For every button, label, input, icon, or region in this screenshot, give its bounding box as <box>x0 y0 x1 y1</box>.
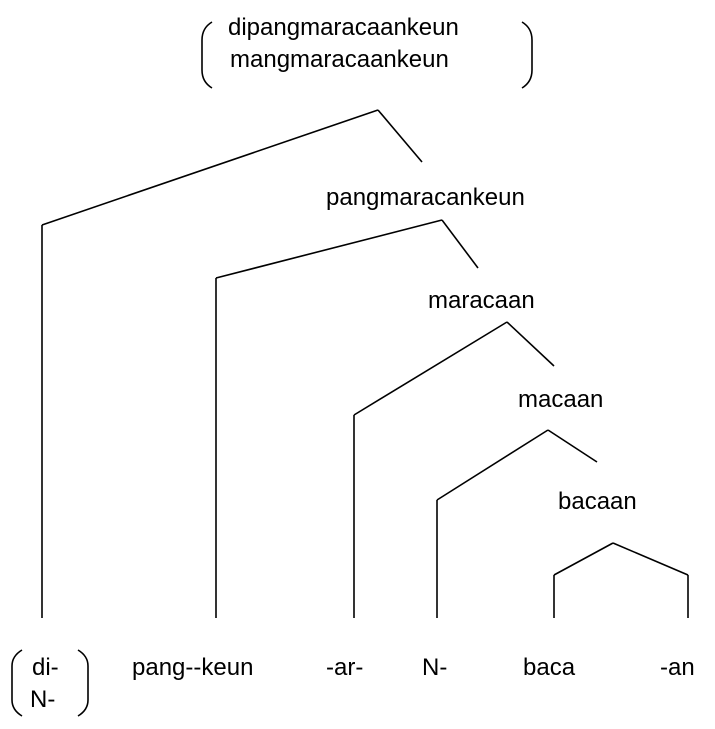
edge-maracaan-left <box>353 321 508 416</box>
leaf-pang-keun: pang--keun <box>132 654 254 681</box>
edge-macaan-right <box>547 429 598 463</box>
edge-root-left <box>41 109 379 226</box>
root-bracket-right <box>521 21 533 89</box>
root-bracket-left <box>201 21 213 89</box>
root-label-top: dipangmaracaankeun <box>228 14 459 41</box>
node-pangmaracankeun: pangmaracankeun <box>326 184 525 211</box>
leaf-n: N- <box>422 654 448 681</box>
leaf-an: -an <box>660 654 695 681</box>
node-maracaan: maracaan <box>428 287 535 314</box>
edge-pangmaracankeun-left <box>215 219 443 279</box>
leaf-di: di- <box>32 654 59 681</box>
node-bacaan: bacaan <box>558 488 637 515</box>
leaf-ar: -ar- <box>326 654 364 681</box>
edge-bacaan-right <box>612 542 689 576</box>
leaf-bracket-left <box>11 649 23 717</box>
node-macaan: macaan <box>518 386 604 413</box>
root-label-bottom: mangmaracaankeun <box>230 46 449 73</box>
leaf-baca: baca <box>523 654 576 681</box>
edge-pangmaracankeun-right <box>441 219 479 269</box>
leaf-n-under-di: N- <box>30 686 56 713</box>
edge-maracaan-right <box>506 321 555 367</box>
edge-bacaan-left <box>553 542 614 576</box>
leaf-bracket-right <box>77 649 89 717</box>
edge-macaan-left <box>436 429 549 501</box>
edge-root-right <box>377 109 423 163</box>
